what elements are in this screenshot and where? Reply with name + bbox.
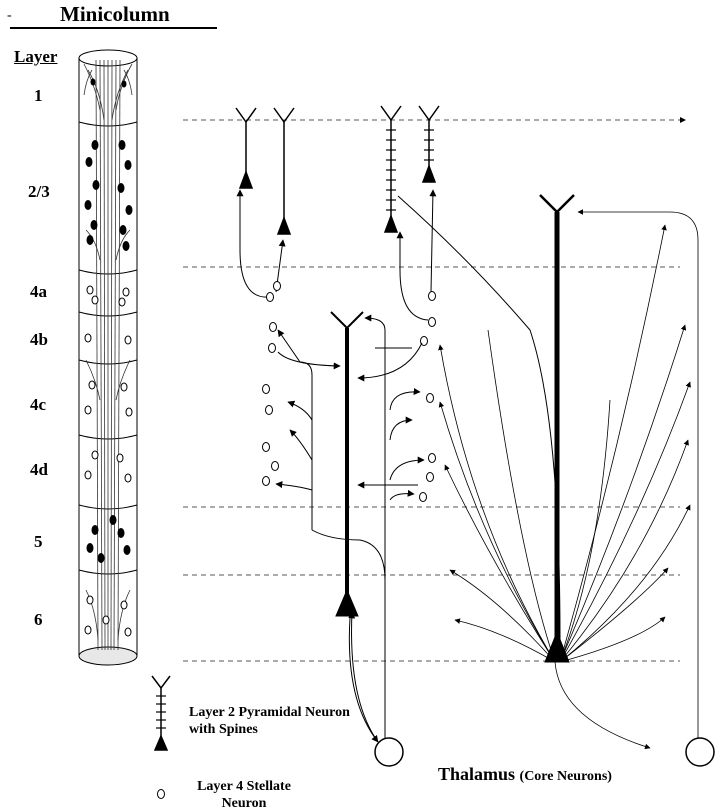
minicolumn-open-somata (84, 285, 133, 637)
layer-label-5: 5 (34, 532, 43, 551)
layer-label-4d: 4d (30, 460, 48, 479)
legend-pyramidal-label: Layer 2 Pyramidal Neuron with Spines (189, 705, 350, 737)
legend-stellate-label: Layer 4 Stellate Neuron (197, 779, 291, 811)
large-pyramidal-neuron (539, 194, 575, 663)
layer-boundaries (183, 119, 680, 662)
diagram-title: Minicolumn (60, 2, 170, 26)
layer-label-4b: 4b (30, 330, 48, 349)
layer-label-4c: 4c (30, 395, 47, 414)
layer2-spiny-pyramidal-neurons (380, 105, 440, 233)
layer4-stellate-neurons (262, 281, 436, 502)
layer-label-2-3: 2/3 (28, 182, 50, 201)
thalamus-neuron-right (685, 737, 715, 767)
layer4a-projections (236, 189, 561, 641)
thalamic-fan-projections (438, 209, 699, 750)
thalamus-sub-label: (Core Neurons) (519, 769, 612, 784)
layer-1-arrowhead (680, 117, 686, 123)
stray-mark: - (7, 8, 12, 23)
minicolumn-fibers (83, 59, 133, 651)
legend-stellate-icon (157, 789, 165, 799)
thalamus-label: Thalamus (Core Neurons) (438, 764, 612, 785)
thalamus-neuron-left (374, 737, 404, 767)
legend-pyramidal-icon (151, 675, 171, 751)
layer-label-1: 1 (34, 86, 43, 105)
layer-label-4a: 4a (30, 282, 47, 301)
layer-heading: Layer (14, 47, 58, 66)
thalamus-main-label: Thalamus (438, 764, 516, 784)
title-underline (10, 27, 217, 29)
minicolumn-filled-somata (84, 78, 133, 563)
layer-label-6: 6 (34, 610, 43, 629)
layer6-pyramidal-neuron (275, 311, 425, 743)
layer2-pyramidal-neurons-left (235, 107, 295, 235)
